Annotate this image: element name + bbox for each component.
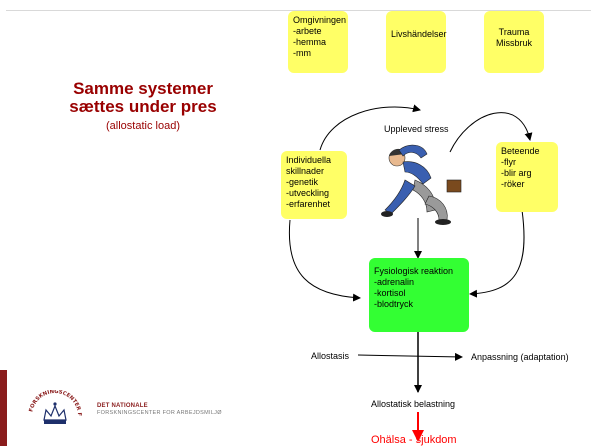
box-individuella-line-1: Individuella (286, 155, 332, 165)
top-border (0, 0, 591, 11)
arrow-individuella-to-stress (319, 104, 421, 151)
box-omgivningen-line-1: Omgivningen (293, 15, 347, 25)
stressed-man-illustration (381, 144, 462, 225)
label-allostatisk-belastning: Allostatisk belastning (371, 399, 456, 409)
box-livshandelser-line-1: Livshändelser (391, 29, 447, 39)
label-upplevd-stress: Uppleved stress (384, 124, 449, 134)
box-beteende-line-3: -blir arg (501, 168, 532, 178)
logo-name-line-1: DET NATIONALE (97, 403, 148, 409)
box-fysiologisk-line-4: -blodtryck (374, 299, 414, 309)
box-beteende-line-4: -röker (501, 179, 525, 189)
box-individuella-line-5: -erfarenhet (286, 199, 331, 209)
label-ohalsa: Ohälsa - sjukdom (371, 434, 457, 446)
box-omgivningen-line-2: -arbete (293, 26, 322, 36)
box-beteende-line-1: Beteende (501, 146, 540, 156)
slide-subtitle: (allostatic load) (106, 120, 180, 132)
box-fysiologisk: Fysiologisk reaktion -adrenalin -kortiso… (369, 258, 469, 332)
box-individuella-line-3: -genetik (286, 177, 319, 187)
arrow-stress-to-beteende (449, 112, 533, 153)
box-fysiologisk-line-3: -kortisol (374, 288, 406, 298)
slide-title: Samme systemer sættes under pres (48, 80, 238, 116)
box-fysiologisk-line-2: -adrenalin (374, 277, 415, 287)
box-individuella-line-2: skillnader (286, 166, 325, 176)
box-trauma-line-2: Missbruk (495, 38, 532, 48)
box-individuella-line-4: -utveckling (286, 188, 330, 198)
box-fysiologisk-line-1: Fysiologisk reaktion (374, 266, 454, 276)
title-line-1: Samme systemer (73, 79, 213, 98)
arrow-individuella-to-fysiologisk (288, 219, 361, 302)
arrow-beteende-to-fysiologisk (469, 209, 525, 298)
left-accent-bar (0, 370, 7, 446)
box-individuella: Individuella skillnader -genetik -utveck… (281, 151, 347, 219)
crown-logo: FORSKNINGSCENTER FOR ARBEJDSMILJØ (26, 390, 82, 424)
box-trauma-line-1: Trauma (498, 27, 530, 37)
box-beteende-line-2: -flyr (501, 157, 516, 167)
box-trauma: Trauma Missbruk (484, 11, 544, 73)
left-margin (0, 10, 6, 370)
arrow-allostasis-to-anpassning (357, 352, 463, 361)
title-line-2: sættes under pres (69, 97, 217, 116)
label-anpassning: Anpassning (adaptation) (471, 352, 569, 362)
logo-name-line-2: FORSKNINGSCENTER FOR ARBEJDSMILJØ (97, 410, 222, 416)
box-omgivningen: Omgivningen -arbete -hemma -mm (288, 11, 348, 73)
box-beteende: Beteende -flyr -blir arg -röker (496, 142, 558, 212)
box-omgivningen-line-4: -mm (293, 48, 311, 58)
box-omgivningen-line-3: -hemma (293, 37, 327, 47)
label-allostasis: Allostasis (311, 351, 350, 361)
box-livshandelser: Livshändelser (386, 11, 447, 73)
